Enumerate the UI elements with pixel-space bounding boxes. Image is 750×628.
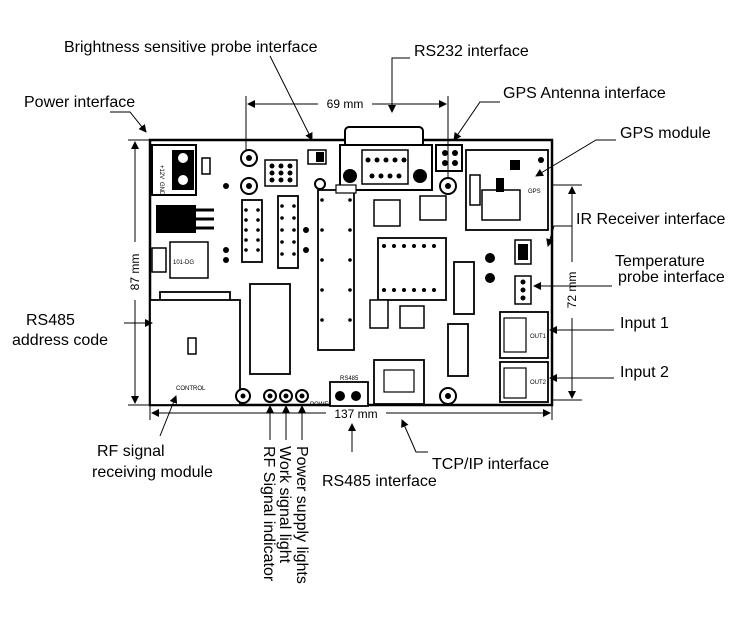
control-mark: CONTROL [176,386,206,392]
dimension-right: 72 mm [552,184,582,401]
label-tcpip: TCP/IP interface [432,456,549,473]
label-rs485-interface: RS485 interface [322,473,437,490]
dim-bottom-label: 137 mm [334,407,377,421]
label-temperature-line1: Temperature [615,253,705,270]
v12-mark: +12V [158,165,164,179]
label-power-supply-lights: Power supply lights [293,446,310,584]
dim-right-label: 72 mm [565,272,579,309]
label-rf-signal-indicator: RF Signal indicator [260,446,277,582]
label-temperature-line2: probe interface [618,269,725,286]
dimension-left: 87 mm [128,139,150,406]
rj45-port [373,359,425,405]
label-rf-module-line2: receiving module [92,464,213,481]
label-gps-antenna: GPS Antenna interface [503,85,666,102]
label-ir-receiver: IR Receiver interface [576,211,725,228]
label-work-signal-light: Work signal light [276,446,293,564]
db9-connector [339,126,433,191]
label-rs485-address-line2: address code [12,332,108,349]
label-power-interface: Power interface [24,94,135,111]
dim-left-label: 87 mm [128,254,142,291]
rf-module-block: CONTROL [149,299,241,406]
rs485-terminal: RS485 [329,376,369,407]
label-gps-module: GPS module [620,125,711,142]
out1-mark: OUT1 [530,334,547,340]
chip-mark: 101-DG [173,260,194,266]
dimension-top: 69 mm [245,96,449,178]
label-brightness-probe: Brightness sensitive probe interface [64,39,318,56]
power-terminal-block: +12V GND [151,144,197,196]
gps-module-block: GPS [465,149,549,231]
label-input2: Input 2 [620,364,669,381]
gnd-mark: GND [158,182,164,196]
power-mark: POWER [310,402,333,408]
label-rs232: RS232 interface [414,43,529,60]
label-rf-module-line1: RF signal [97,443,165,460]
label-rs485-address-line1: RS485 [26,312,75,329]
rs485-mark: RS485 [340,376,359,382]
gps-mark: GPS [528,189,541,195]
out2-mark: OUT2 [530,380,547,386]
dim-top-label: 69 mm [327,97,364,111]
label-input1: Input 1 [620,315,669,332]
dimension-bottom: 137 mm [149,405,553,421]
